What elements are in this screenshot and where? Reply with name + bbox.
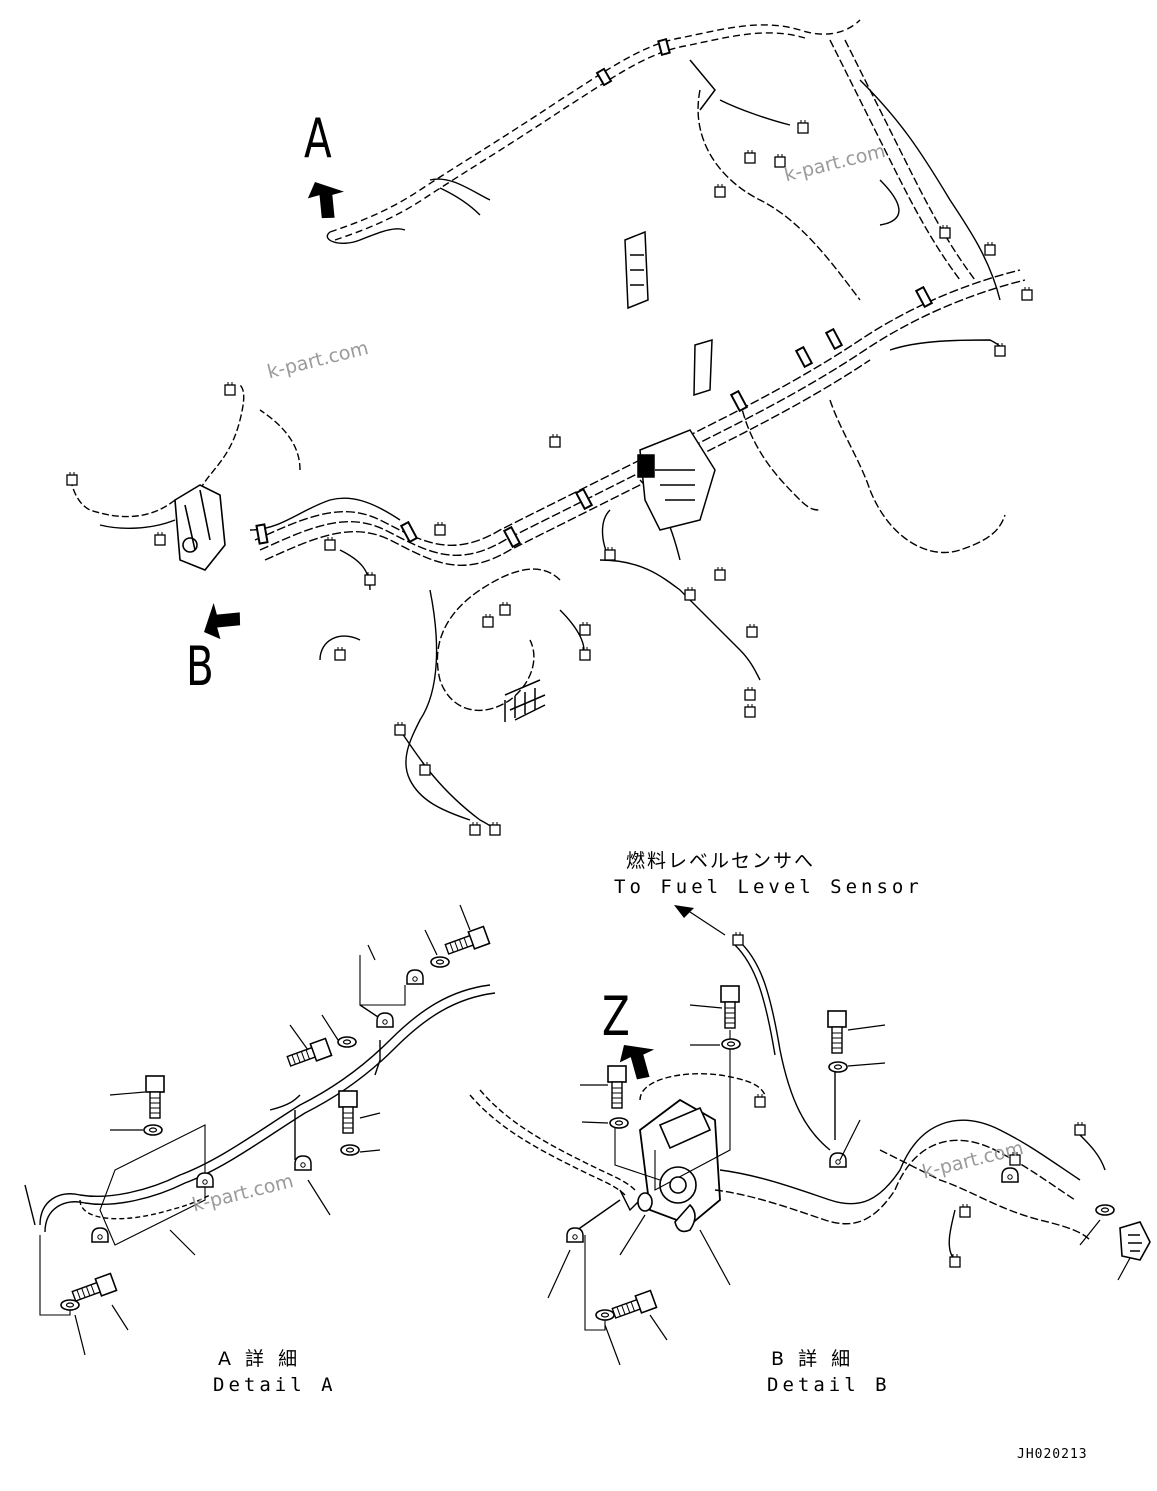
instrument-body-main [174,484,226,571]
detail-b-title-jp: B 詳 細 [771,1348,855,1370]
detail-a-parts [60,925,491,1311]
view-label-a: A [304,107,332,170]
detail-a-leaders [74,904,471,1356]
view-label-z: Z [602,985,630,1048]
detail-a-diagram [24,955,496,1316]
drawing-code: JH020213 [1017,1447,1088,1462]
detail-b-nut [1119,1221,1151,1261]
harness-bands [255,37,934,549]
fuel-note-en: To Fuel Level Sensor [614,876,923,898]
detail-b-title-en: Detail B [767,1374,891,1396]
fuel-note-jp: 燃料レベルセンサへ [626,850,816,872]
fuse-box-icon [637,59,716,531]
detail-b-diagram [469,939,1106,1331]
connectors [66,119,1033,836]
detail-b-parts [566,931,1115,1323]
detail-a-title-en: Detail A [213,1374,337,1396]
view-label-b: B [186,635,214,698]
main-harness [71,19,1026,831]
fuel-note-arrowhead [674,905,694,918]
detail-b-leaders [547,911,1131,1366]
detail-a-title-jp: A 詳 細 [218,1348,302,1370]
comb-connectors [504,230,713,722]
detail-b-instrument [637,1106,712,1233]
